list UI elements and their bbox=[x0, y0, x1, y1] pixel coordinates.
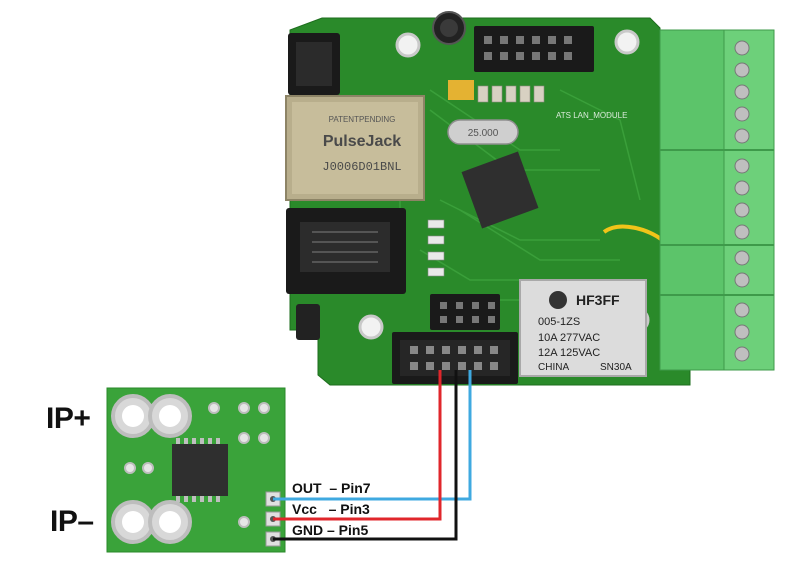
wire-vcc bbox=[273, 370, 442, 521]
wire-out bbox=[273, 370, 472, 501]
wires bbox=[273, 370, 472, 541]
ethernet-jack-brand: PulseJack bbox=[323, 133, 401, 150]
relay-brand: HF3FF bbox=[576, 292, 620, 308]
led-column bbox=[427, 219, 445, 277]
terminal-blocks bbox=[659, 29, 775, 371]
crystal: 25.000 bbox=[447, 119, 519, 145]
mid-header bbox=[430, 294, 500, 330]
ip-plus-label: IP+ bbox=[46, 402, 91, 435]
relay: HF3FF 005-1ZS 10A 277VAC 12A 125VAC CHIN… bbox=[519, 279, 647, 377]
pin-label-vcc: Vcc – Pin3 bbox=[292, 501, 370, 517]
relay-rating2: 12A 125VAC bbox=[538, 347, 600, 359]
reset-button bbox=[296, 304, 320, 340]
wire-gnd bbox=[273, 370, 458, 541]
jumper-wire bbox=[602, 224, 664, 242]
main-chip bbox=[461, 151, 539, 229]
sensor-ic bbox=[172, 438, 228, 502]
current-sensor-board bbox=[106, 387, 286, 553]
module-label: ATS LAN_MODULE bbox=[556, 111, 627, 120]
ip-minus-label: IP– bbox=[50, 505, 94, 538]
pin-label-out: OUT – Pin7 bbox=[292, 480, 371, 496]
relay-model: 005-1ZS bbox=[538, 316, 580, 328]
relay-origin: CHINA bbox=[538, 362, 569, 373]
rj-connector bbox=[286, 208, 406, 294]
resistor-array bbox=[477, 85, 545, 103]
terminal-screws bbox=[734, 40, 750, 362]
ip-minus-terminals bbox=[111, 500, 192, 544]
relay-logo-icon bbox=[549, 291, 567, 309]
pin-label-gnd: GND – Pin5 bbox=[292, 522, 369, 538]
relay-rating1: 10A 277VAC bbox=[538, 332, 600, 344]
mounting-hole bbox=[614, 29, 640, 55]
capacitor bbox=[432, 11, 466, 45]
mounting-hole bbox=[358, 314, 384, 340]
tantalum-capacitor bbox=[448, 80, 474, 100]
ip-plus-terminals bbox=[111, 394, 192, 438]
crystal-text: 25.000 bbox=[468, 128, 499, 139]
mounting-hole bbox=[395, 32, 421, 58]
relay-serial: SN30A bbox=[600, 362, 632, 373]
dc-power-jack bbox=[288, 33, 340, 95]
top-header bbox=[474, 26, 594, 72]
ethernet-jack: PATENTPENDING PulseJack J0006D01BNL bbox=[285, 95, 425, 201]
ethernet-jack-part: J0006D01BNL bbox=[322, 160, 401, 174]
ethernet-jack-text: PATENTPENDING bbox=[329, 115, 396, 124]
